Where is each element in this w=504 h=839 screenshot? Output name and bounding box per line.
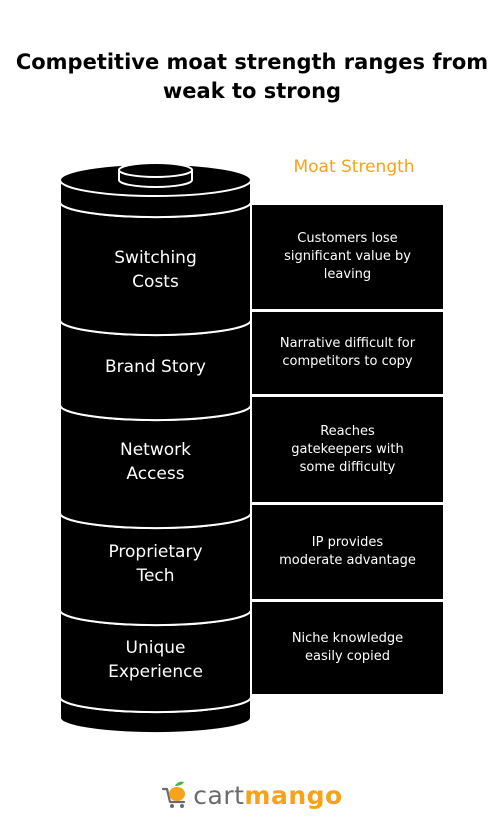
level-name-brand-story: Brand Story <box>105 357 206 377</box>
cylinder-nub-ellipse <box>118 162 193 178</box>
cartmango-logo: cartmango <box>0 780 504 810</box>
level-desc-brand-story: Narrative difficult for competitors to c… <box>252 312 443 394</box>
level-name-unique-experience: Unique Experience <box>108 638 203 682</box>
logo-text-mango: mango <box>244 780 343 810</box>
level-desc-unique-experience: Niche knowledge easily copied <box>252 602 443 694</box>
level-desc-proprietary-tech: IP provides moderate advantage <box>252 505 443 599</box>
level-desc-switching-costs: Customers lose significant value by leav… <box>252 205 443 309</box>
mango-cart-icon <box>162 781 186 808</box>
level-name-network-access: Network Access <box>120 440 191 484</box>
level-desc-network-access: Reaches gatekeepers with some difficulty <box>252 397 443 502</box>
moat-strength-axis-label: Moat Strength <box>293 157 415 177</box>
level-name-proprietary-tech: Proprietary Tech <box>108 542 203 586</box>
level-name-switching-costs: Switching Costs <box>114 248 197 292</box>
logo-text-cart: cart <box>193 780 245 810</box>
page-title: Competitive moat strength ranges from we… <box>15 50 489 103</box>
